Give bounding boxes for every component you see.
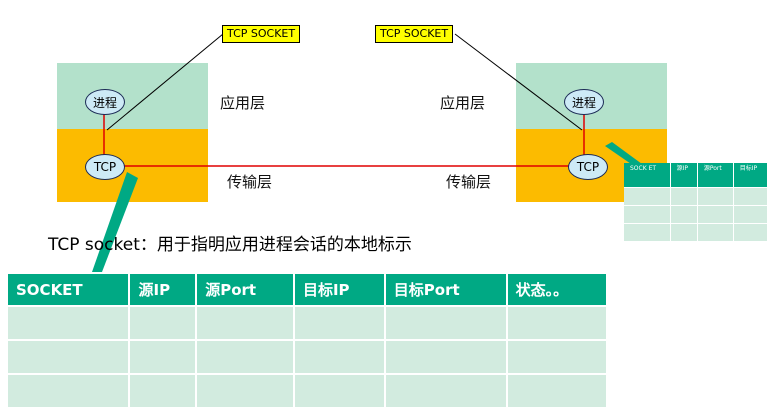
socket-table-cell bbox=[384, 340, 508, 375]
socket-table-header: 目标Port bbox=[384, 274, 508, 307]
caption-pointer bbox=[92, 172, 138, 272]
mini-table-cell bbox=[624, 223, 671, 242]
caption-term: TCP socket bbox=[48, 235, 140, 255]
mini-table-cell bbox=[733, 223, 767, 242]
socket-table-cell bbox=[8, 306, 131, 341]
mini-table-header: 源IP bbox=[670, 163, 698, 188]
socket-table-header: SOCKET bbox=[8, 274, 131, 307]
left-app-layer-label: 应用层 bbox=[220, 94, 266, 112]
socket-table-row bbox=[8, 374, 609, 409]
caption-text: 用于指明应用进程会话的本地标示 bbox=[156, 235, 412, 255]
mini-table-cell bbox=[670, 187, 698, 206]
right-socket-callout: TCP SOCKET bbox=[375, 25, 454, 43]
left-app-band bbox=[57, 63, 208, 129]
socket-table-header: 目标IP bbox=[293, 274, 386, 307]
tcp-socket-caption: TCP socket：用于指明应用进程会话的本地标示 bbox=[48, 230, 412, 255]
mini-table-cell bbox=[697, 187, 734, 206]
left-tcp-node: TCP bbox=[85, 154, 125, 180]
socket-table-cell bbox=[384, 374, 508, 409]
socket-table-header: 源Port bbox=[196, 274, 295, 307]
socket-table-row bbox=[8, 340, 609, 375]
mini-table-cell bbox=[697, 223, 734, 242]
right-callout-pointer bbox=[454, 33, 583, 131]
socket-table-cell bbox=[293, 374, 386, 409]
socket-table-cell bbox=[196, 306, 295, 341]
mini-table-cell bbox=[670, 223, 698, 242]
right-process-label: 进程 bbox=[571, 95, 596, 110]
connector-lines bbox=[92, 33, 642, 272]
mini-table-pointer bbox=[605, 142, 642, 166]
mini-table-cell bbox=[733, 187, 767, 206]
socket-table-cell bbox=[384, 306, 508, 341]
left-tcp-label: TCP bbox=[93, 160, 117, 174]
left-socket-callout: TCP SOCKET bbox=[222, 25, 301, 43]
mini-table-header: SOCK ET bbox=[624, 163, 671, 188]
socket-table-cell bbox=[196, 340, 295, 375]
mini-table-cell bbox=[670, 205, 698, 224]
socket-table-cell bbox=[506, 306, 609, 341]
right-tcp-node: TCP bbox=[568, 154, 608, 180]
socket-table-cell bbox=[506, 374, 609, 409]
mini-table-header: 目标IP bbox=[733, 163, 767, 188]
socket-table-cell bbox=[129, 306, 198, 341]
mini-table-row bbox=[624, 223, 767, 242]
socket-table-cell bbox=[8, 374, 131, 409]
left-process-node: 进程 bbox=[85, 89, 125, 115]
right-app-layer-label: 应用层 bbox=[440, 94, 486, 112]
right-transport-layer-label: 传输层 bbox=[446, 173, 492, 191]
mini-table-row bbox=[624, 187, 767, 206]
mini-table-header: 源Port bbox=[697, 163, 734, 188]
socket-table-cell bbox=[293, 306, 386, 341]
socket-table-cell bbox=[129, 340, 198, 375]
mini-table-row bbox=[624, 205, 767, 224]
socket-table-cell bbox=[8, 340, 131, 375]
left-callout-pointer bbox=[106, 33, 224, 131]
mini-table-cell bbox=[733, 205, 767, 224]
left-transport-layer-label: 传输层 bbox=[227, 173, 273, 191]
socket-table-cell bbox=[506, 340, 609, 375]
socket-table-row bbox=[8, 306, 609, 341]
mini-table-cell bbox=[624, 205, 671, 224]
caption-separator: ： bbox=[139, 235, 157, 255]
mini-table-cell bbox=[624, 187, 671, 206]
socket-table-header: 状态。。 bbox=[506, 274, 609, 307]
socket-table-cell bbox=[293, 340, 386, 375]
left-process-label: 进程 bbox=[92, 95, 117, 110]
socket-table-cell bbox=[129, 374, 198, 409]
socket-table-header: 源IP bbox=[129, 274, 198, 307]
right-tcp-label: TCP bbox=[576, 160, 600, 174]
mini-table-cell bbox=[697, 205, 734, 224]
right-process-node: 进程 bbox=[564, 89, 604, 115]
socket-table-cell bbox=[196, 374, 295, 409]
